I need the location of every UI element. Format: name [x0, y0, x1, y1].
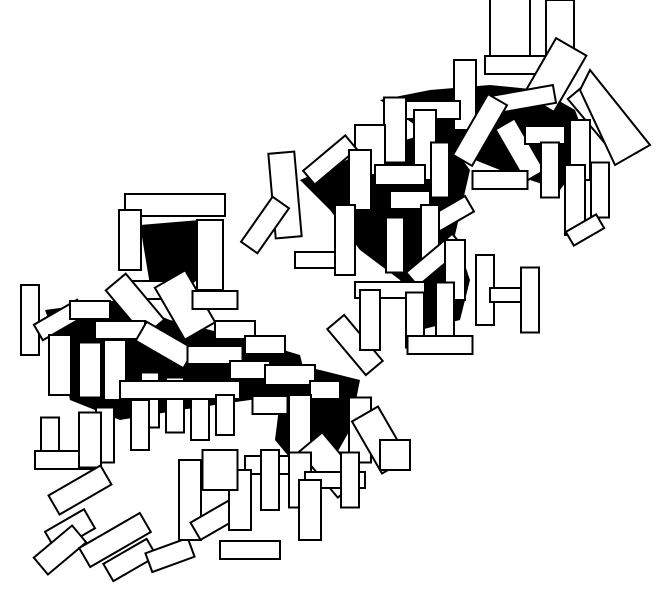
- strand-block: [245, 336, 285, 354]
- strand-block: [591, 163, 609, 218]
- strand-block: [360, 290, 380, 350]
- strand-block: [335, 205, 355, 275]
- strand-block: [203, 450, 238, 490]
- strand-block: [253, 396, 288, 414]
- strand-block: [79, 343, 101, 398]
- strand-block: [349, 150, 371, 210]
- strand-block: [131, 400, 149, 450]
- strand-block: [49, 335, 71, 395]
- strand-block: [295, 252, 335, 268]
- strand-block: [380, 440, 410, 470]
- strand-block: [261, 450, 279, 510]
- strand-block: [431, 143, 449, 198]
- strand-block: [21, 285, 39, 355]
- strand-block: [436, 283, 454, 338]
- strand-block: [119, 210, 141, 270]
- strand-block: [193, 291, 238, 309]
- strand-block: [408, 336, 473, 354]
- strand-block: [541, 143, 559, 198]
- strand-block: [384, 98, 406, 163]
- strand-block: [310, 381, 340, 399]
- strand-block: [79, 413, 101, 468]
- strand-block: [220, 541, 280, 559]
- strand-block: [521, 268, 539, 333]
- strand-block: [386, 218, 404, 273]
- strand-block: [216, 395, 234, 435]
- strand-block: [525, 126, 565, 144]
- strand-block: [265, 365, 315, 385]
- strand-block: [70, 301, 110, 319]
- strand-block: [341, 453, 359, 508]
- strand-block: [375, 165, 425, 185]
- strand-block: [299, 480, 321, 540]
- strand-block: [473, 171, 528, 189]
- strand-block: [197, 220, 223, 290]
